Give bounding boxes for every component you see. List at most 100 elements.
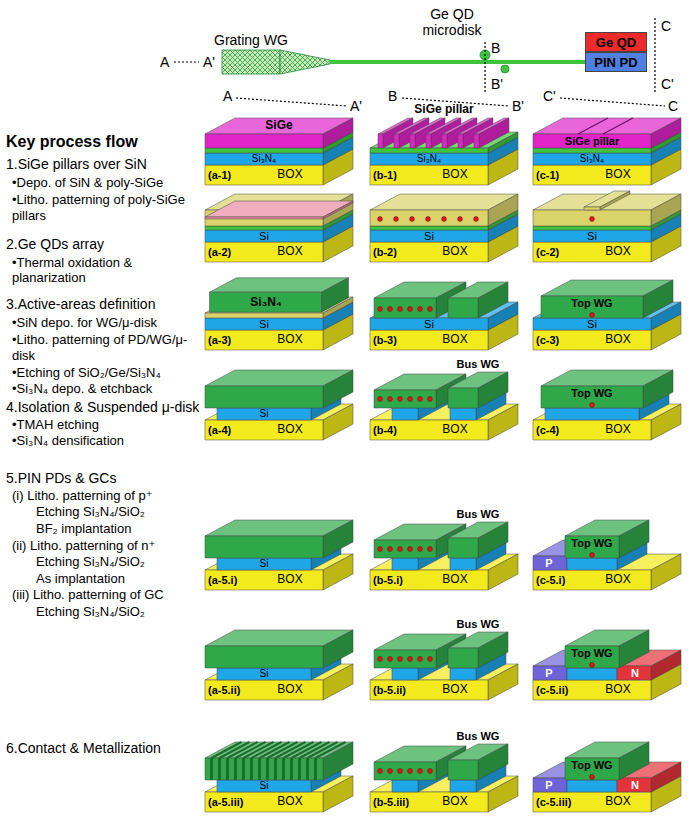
layer-front-face: [394, 134, 399, 148]
layer-label: Si: [587, 318, 597, 331]
label: C: [661, 18, 671, 34]
layer-front-face: [205, 680, 323, 700]
layer-label: BOX: [442, 423, 467, 437]
layer-front-face: [392, 780, 418, 792]
layer-front-face: [567, 780, 617, 792]
layer-label: Top WG: [571, 387, 612, 400]
grating-tooth: [250, 758, 253, 780]
layer-label: Bus WG: [457, 508, 500, 521]
layer-front-face: [533, 570, 651, 590]
ge-quantum-dot: [388, 657, 393, 662]
layer-front-face: [370, 330, 488, 350]
layer-front-face: [374, 298, 436, 318]
layer-label: BOX: [605, 245, 630, 259]
layer-front-face: [205, 318, 323, 330]
layer-front-face: [450, 558, 476, 570]
grating-tooth: [308, 742, 338, 758]
grating-coupler: [222, 50, 280, 74]
sige-pillar: [474, 118, 509, 148]
grating-tooth: [282, 758, 285, 780]
grating-tooth: [316, 742, 346, 758]
layer-side-face: [322, 278, 349, 312]
layer-label: BOX: [277, 683, 302, 697]
layer-label: BOX: [442, 683, 467, 697]
layer-label: BOX: [605, 683, 630, 697]
layer-label: Si: [260, 780, 269, 792]
ge-quantum-dot: [590, 663, 595, 668]
step-item: •SiN depo. for WG/μ-disk: [12, 315, 204, 331]
layer-label: P: [545, 779, 552, 792]
section-marker: C': [543, 88, 556, 104]
grating-tooth: [266, 758, 269, 780]
device-block: PIN PD: [585, 52, 647, 72]
section-marker: B: [388, 88, 397, 104]
layer-front-face: [533, 153, 651, 165]
layer-side-face: [619, 520, 649, 558]
ge-quantum-dot: [428, 657, 433, 662]
layer-front-face: [217, 408, 311, 420]
layer-label: Bus WG: [457, 730, 500, 743]
label: Grating WG: [214, 32, 288, 48]
panel-tag: (a-5.i): [208, 574, 237, 587]
top-waveguide: [541, 370, 673, 408]
layer-front-face: [448, 388, 478, 408]
layer-label: BOX: [605, 795, 630, 809]
grating-tooth: [244, 742, 274, 758]
layer-side-face: [651, 554, 681, 590]
panel-tag: (a-3): [208, 334, 231, 347]
layer-front-face: [374, 650, 436, 668]
step-item: •Etching of SiO₂/Ge/Si₃N₄: [12, 365, 204, 381]
label: B': [491, 76, 503, 92]
label: B: [491, 40, 500, 56]
layer-side-face: [643, 280, 673, 318]
layer-label: SiGe: [265, 119, 292, 133]
panel-tag: (b-3): [373, 334, 397, 347]
sin-layer: [205, 520, 353, 558]
layer-front-face: [205, 134, 323, 148]
ge-quantum-dot: [590, 217, 595, 222]
step-item: •Si₃N₄ depo. & etchback: [12, 381, 204, 397]
layer-front-face: [410, 134, 415, 148]
step-item: •Thermal oxidation & planarization: [12, 255, 204, 286]
layer-front-face: [205, 570, 323, 590]
ge-quantum-dot: [458, 217, 463, 222]
layer-side-face: [643, 370, 673, 408]
layer-front-face: [370, 680, 488, 700]
grating-tooth: [258, 758, 261, 780]
layer-front-face: [533, 242, 651, 262]
grating-tooth: [260, 742, 290, 758]
device-block: Ge QD: [585, 32, 647, 52]
layer-front-face: [370, 570, 488, 590]
bus-waveguide: [448, 632, 508, 668]
ge-quantum-dot: [398, 769, 403, 774]
layer-side-face: [478, 522, 508, 558]
layer-side-face: [651, 650, 681, 680]
layer-front-face: [392, 408, 418, 420]
layer-front-face: [533, 318, 651, 330]
ge-quantum-dot: [428, 397, 433, 402]
layer-label: Si: [260, 558, 269, 570]
layer-front-face: [205, 758, 323, 780]
panel-tag: (c-1): [536, 169, 559, 182]
ge-quantum-dot: [590, 403, 595, 408]
panel-tag: (b-4): [373, 424, 397, 437]
step-item: •Litho. patterning of poly-SiGe pillars: [12, 192, 204, 223]
layer-front-face: [533, 680, 651, 700]
grating-tooth: [268, 742, 298, 758]
layer-front-face: [617, 778, 651, 792]
layer-front-face: [533, 420, 651, 440]
layer-front-face: [450, 408, 476, 420]
layer-label: Si₃N₄: [252, 153, 276, 165]
sin-layer: [210, 278, 349, 312]
layer-label: Si: [259, 318, 269, 331]
layer-side-face: [323, 520, 353, 558]
grating-tooth: [300, 742, 330, 758]
layer-front-face: [205, 330, 323, 350]
step-heading: 2.Ge QDs array: [6, 236, 204, 253]
layer-front-face: [205, 148, 323, 153]
grating-tooth: [274, 758, 277, 780]
layer-front-face: [210, 292, 322, 312]
layer-front-face: [370, 210, 488, 226]
layer-side-face: [651, 118, 681, 148]
